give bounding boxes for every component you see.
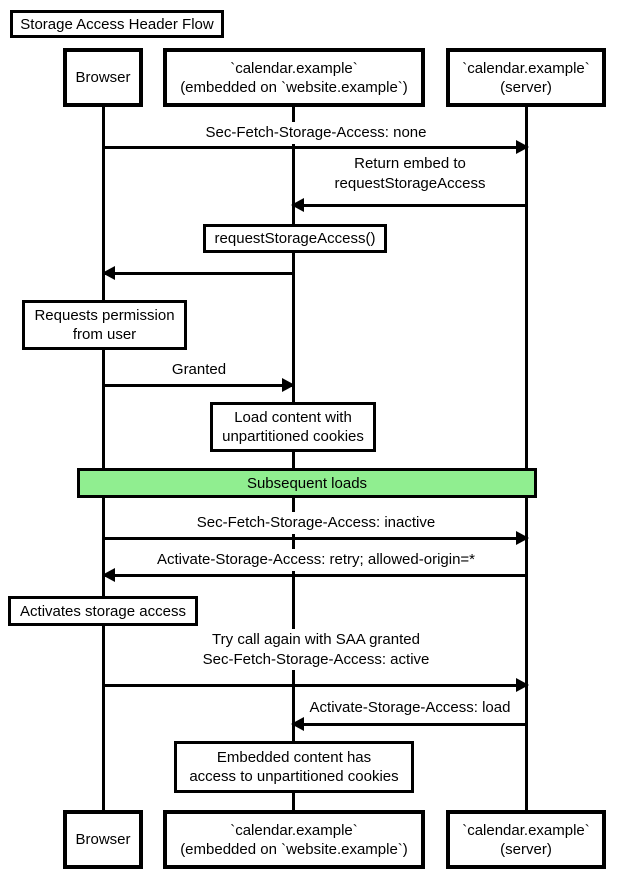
arrow-server-to-embed-return	[291, 198, 527, 212]
arrowhead-right-icon	[282, 378, 295, 392]
participant-embed-bottom: `calendar.example` (embedded on `website…	[163, 810, 425, 869]
diagram-title: Storage Access Header Flow	[10, 10, 224, 38]
lifeline-browser	[102, 107, 105, 810]
participant-label: Browser	[75, 831, 131, 848]
arrow-browser-to-server-active	[104, 678, 529, 692]
note-text-line2: from user	[72, 326, 137, 343]
participant-embed-top: `calendar.example` (embedded on `website…	[163, 48, 425, 107]
note-request-storage-access: requestStorageAccess()	[203, 224, 387, 253]
note-text-line2: access to unpartitioned cookies	[189, 768, 399, 785]
note-text-line1: Requests permission	[34, 307, 175, 324]
participant-browser-bottom: Browser	[63, 810, 143, 869]
arrowhead-right-icon	[516, 531, 529, 545]
participant-label-line2: (server)	[500, 840, 552, 858]
arrow-server-to-embed-load	[291, 717, 527, 731]
arrow-embed-to-browser-request	[102, 266, 293, 280]
message-label-try-again-active: Try call again with SAA granted Sec-Fetc…	[198, 629, 434, 670]
participant-server-bottom: `calendar.example` (server)	[446, 810, 606, 869]
participant-label-line1: `calendar.example`	[462, 821, 590, 839]
note-load-content: Load content with unpartitioned cookies	[210, 402, 376, 452]
arrowhead-right-icon	[516, 678, 529, 692]
participant-label-line2: (server)	[500, 78, 552, 96]
arrow-server-to-browser-retry	[102, 568, 527, 582]
note-embedded-access: Embedded content has access to unpartiti…	[174, 741, 414, 793]
participant-label-line1: `calendar.example`	[462, 59, 590, 77]
message-label-sec-fetch-none: Sec-Fetch-Storage-Access: none	[201, 122, 431, 144]
participant-server-top: `calendar.example` (server)	[446, 48, 606, 107]
arrowhead-left-icon	[291, 717, 304, 731]
arrowhead-left-icon	[291, 198, 304, 212]
participant-label-line2: (embedded on `website.example`)	[180, 78, 408, 96]
message-label-retry-allowed-origin: Activate-Storage-Access: retry; allowed-…	[152, 549, 480, 571]
participant-label-line2: (embedded on `website.example`)	[180, 840, 408, 858]
lifeline-embed	[292, 107, 295, 810]
participant-label-line1: `calendar.example`	[230, 59, 358, 77]
lifeline-server	[525, 107, 528, 810]
message-label-granted: Granted	[167, 359, 231, 381]
note-text-line2: unpartitioned cookies	[222, 428, 364, 445]
note-text: requestStorageAccess()	[214, 230, 376, 247]
note-text-line1: Embedded content has	[216, 749, 372, 766]
note-text: Activates storage access	[20, 602, 186, 620]
note-requests-permission: Requests permission from user	[22, 300, 187, 350]
arrowhead-left-icon	[102, 568, 115, 582]
diagram-title-text: Storage Access Header Flow	[20, 15, 214, 33]
participant-label: Browser	[75, 69, 131, 86]
participant-label-line1: `calendar.example`	[230, 821, 358, 839]
arrowhead-left-icon	[102, 266, 115, 280]
arrow-browser-to-server-none	[104, 140, 529, 154]
section-band: Subsequent loads	[77, 468, 537, 498]
note-text-line1: Load content with	[234, 409, 352, 426]
arrow-browser-to-server-inactive	[104, 531, 529, 545]
note-activates-storage-access: Activates storage access	[8, 596, 198, 626]
message-label-activate-load: Activate-Storage-Access: load	[305, 697, 515, 719]
message-label-sec-fetch-inactive: Sec-Fetch-Storage-Access: inactive	[192, 512, 440, 534]
arrow-browser-to-embed-granted	[104, 378, 295, 392]
message-label-return-embed: Return embed to requestStorageAccess	[330, 153, 490, 194]
participant-browser-top: Browser	[63, 48, 143, 107]
arrowhead-right-icon	[516, 140, 529, 154]
section-label: Subsequent loads	[246, 474, 368, 492]
